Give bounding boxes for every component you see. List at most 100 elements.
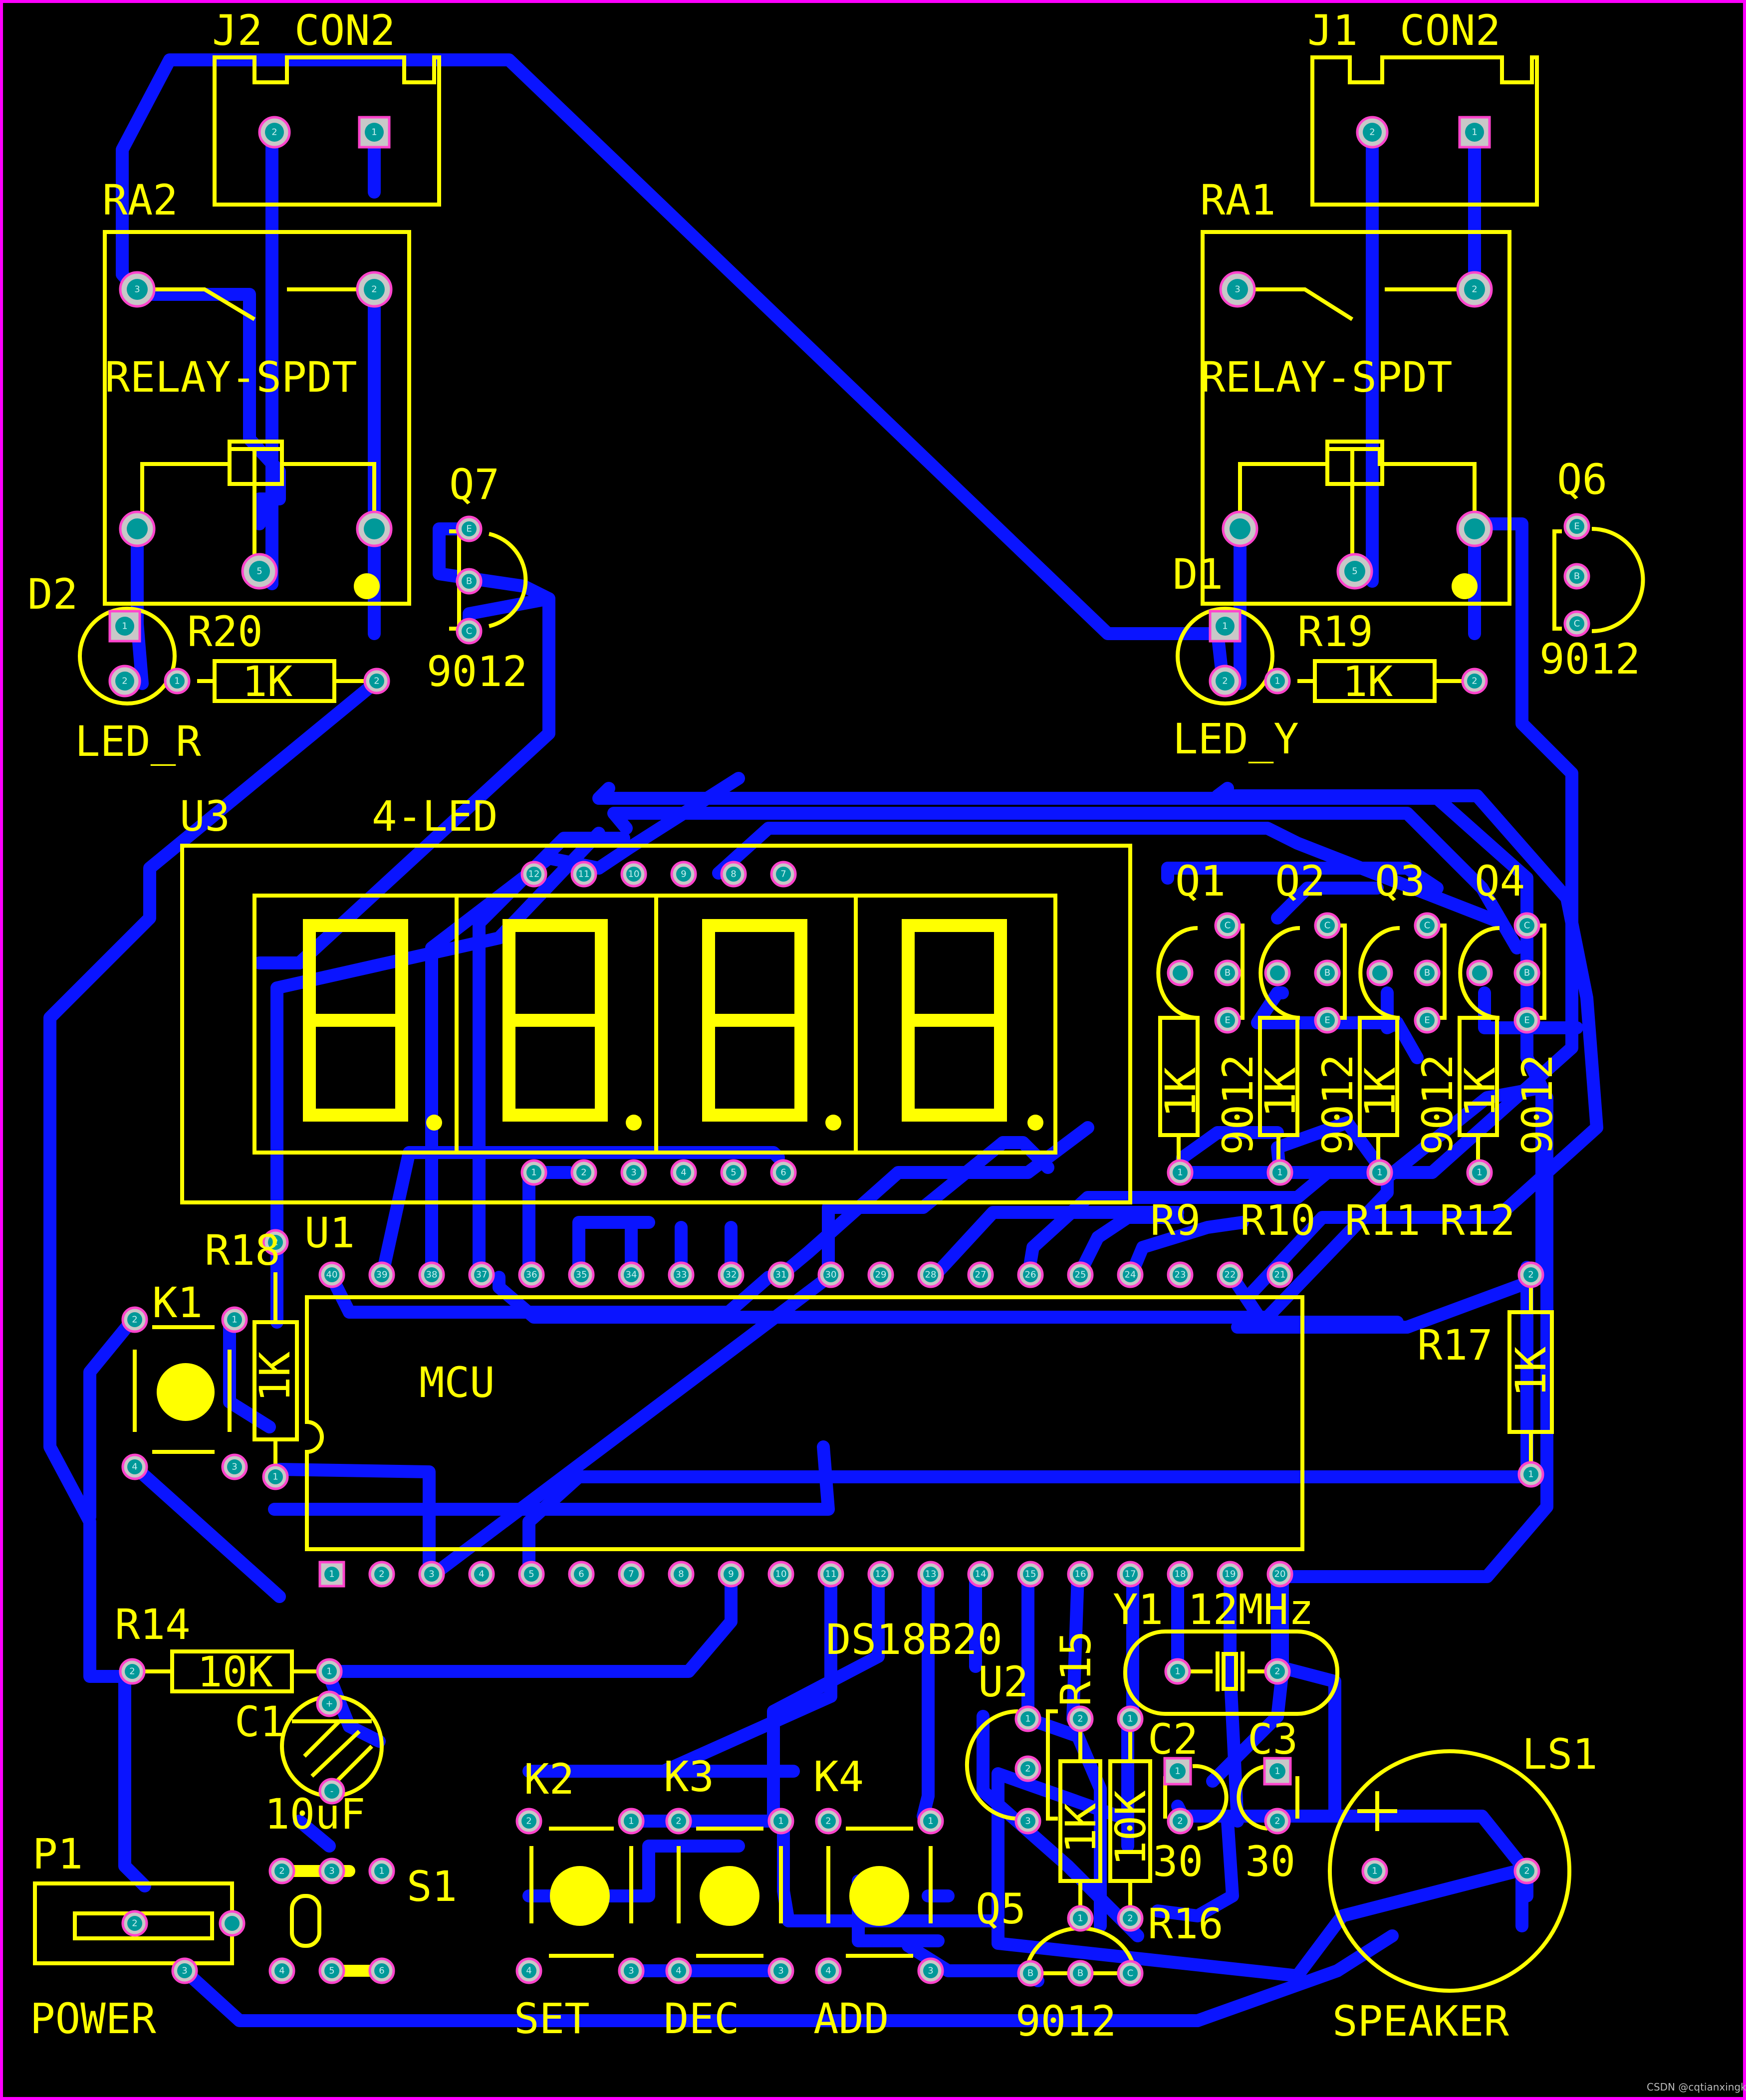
pad-hole (324, 1267, 339, 1282)
pad-hole (1569, 569, 1584, 584)
pad-hole (127, 1459, 142, 1474)
pad-number: 4 (132, 1462, 137, 1472)
pad-number: 3 (1235, 284, 1240, 295)
label-k2: K2 (524, 1755, 574, 1804)
pad-number: B (1324, 968, 1330, 978)
pad-hole (1420, 1013, 1435, 1028)
pad-number: E (1524, 1015, 1529, 1026)
pad-number: 9 (728, 1569, 734, 1580)
pad-number: 26 (1025, 1270, 1036, 1280)
pad-number: 2 (1274, 1666, 1280, 1677)
label-ra2: RA2 (102, 176, 178, 225)
pad-number: 2 (371, 284, 377, 295)
pad-number: 2 (1127, 1913, 1133, 1924)
pad-hole (1519, 1864, 1534, 1878)
label-c2: C2 (1148, 1715, 1198, 1764)
label-q5-value: 9012 (1015, 1997, 1116, 2046)
pad-hole (1073, 1966, 1088, 1981)
pad-hole (1467, 674, 1482, 689)
pad-number: 28 (925, 1270, 937, 1280)
label-c3-value: 30 (1245, 1837, 1295, 1886)
pad-hole (1220, 918, 1235, 933)
pad-number: 1 (1377, 1167, 1382, 1178)
label-s1: S1 (407, 1862, 457, 1911)
pad-hole (776, 1165, 791, 1180)
pad-number: C (1127, 1968, 1134, 1979)
silkscreen-labels: J2 CON2 J1 CON2 RA2 RA1 RELAY-SPDT RELAY… (27, 6, 1746, 2093)
pad-number: 1 (1025, 1714, 1030, 1724)
pad-number: 2 (676, 1816, 681, 1827)
pad-hole (1344, 561, 1365, 582)
label-q6: Q6 (1557, 455, 1607, 504)
label-r17-value: 1K (1506, 1346, 1555, 1397)
pad-hole (127, 518, 148, 539)
pad-number: 6 (780, 1167, 786, 1178)
label-mcu: MCU (419, 1358, 495, 1407)
pad-hole (1173, 1165, 1188, 1180)
label-q1: Q1 (1175, 857, 1226, 906)
pad-number: 4 (681, 1167, 686, 1178)
pad-hole (424, 1267, 439, 1282)
pad (358, 116, 391, 149)
label-q4: Q4 (1475, 857, 1525, 906)
pad-number: C (1424, 921, 1431, 931)
label-r11: R11 (1345, 1196, 1421, 1245)
label-c1: C1 (235, 1697, 285, 1746)
pad-number: B (1574, 571, 1580, 582)
pad-hole (1227, 279, 1248, 300)
pad-hole (127, 1312, 142, 1327)
label-r11-value: 1K (1356, 1067, 1405, 1118)
pad-hole (462, 624, 477, 639)
pad-number: 3 (778, 1966, 783, 1976)
label-ls1: LS1 (1522, 1730, 1598, 1779)
pad-number: 21 (1274, 1270, 1286, 1280)
label-k1: K1 (152, 1278, 203, 1327)
label-y1-value: 12MHz (1188, 1585, 1314, 1634)
pad-hole (1020, 1814, 1035, 1829)
label-c2-value: 30 (1153, 1837, 1203, 1886)
pad-number: 8 (678, 1569, 684, 1580)
pad-hole (1569, 616, 1584, 631)
credit-watermark: CSDN @cqtianxingkeji (1647, 2081, 1746, 2093)
pad-hole (1363, 123, 1382, 142)
pad-number: 10 (775, 1569, 787, 1580)
pad-hole (923, 1567, 938, 1582)
pad-hole (576, 1165, 591, 1180)
pad-number: 1 (778, 1816, 783, 1827)
label-r15-value: 1K (1056, 1803, 1105, 1854)
pad-number: 12 (528, 869, 540, 880)
pad-number: 1 (379, 1866, 384, 1876)
pad-hole (676, 867, 691, 882)
label-c3: C3 (1247, 1715, 1298, 1764)
pad-number: 33 (676, 1270, 687, 1280)
pad-number: 3 (134, 284, 140, 295)
pad-hole (1472, 965, 1487, 980)
pad-number: 3 (631, 1167, 636, 1178)
label-q5: Q5 (976, 1884, 1026, 1933)
pad-hole (1372, 1165, 1387, 1180)
pad-number: 4 (479, 1569, 484, 1580)
label-r14-value: 10K (197, 1647, 273, 1696)
label-d2: D2 (27, 570, 78, 619)
pad-number: 6 (379, 1966, 384, 1976)
label-r17: R17 (1417, 1321, 1493, 1370)
pad-hole (574, 1267, 589, 1282)
label-r10: R10 (1240, 1196, 1316, 1245)
pad-number: 37 (476, 1270, 488, 1280)
pad-number: 17 (1125, 1569, 1136, 1580)
pad-number: 1 (531, 1167, 536, 1178)
pad-hole (1272, 1165, 1287, 1180)
pad-hole (462, 521, 477, 536)
label-power: POWER (30, 1994, 156, 2043)
pad-hole (724, 1267, 739, 1282)
pad-number: C (466, 626, 473, 637)
pad-number: 9 (681, 869, 686, 880)
pad-hole (1220, 965, 1235, 980)
pad-number: 15 (1025, 1569, 1036, 1580)
pad-hole (369, 674, 384, 689)
pad-number: 34 (626, 1270, 637, 1280)
pad-number: 2 (129, 1666, 135, 1677)
pad-hole (322, 1696, 337, 1711)
pad-hole (125, 1664, 140, 1679)
pad-hole (624, 1567, 639, 1582)
